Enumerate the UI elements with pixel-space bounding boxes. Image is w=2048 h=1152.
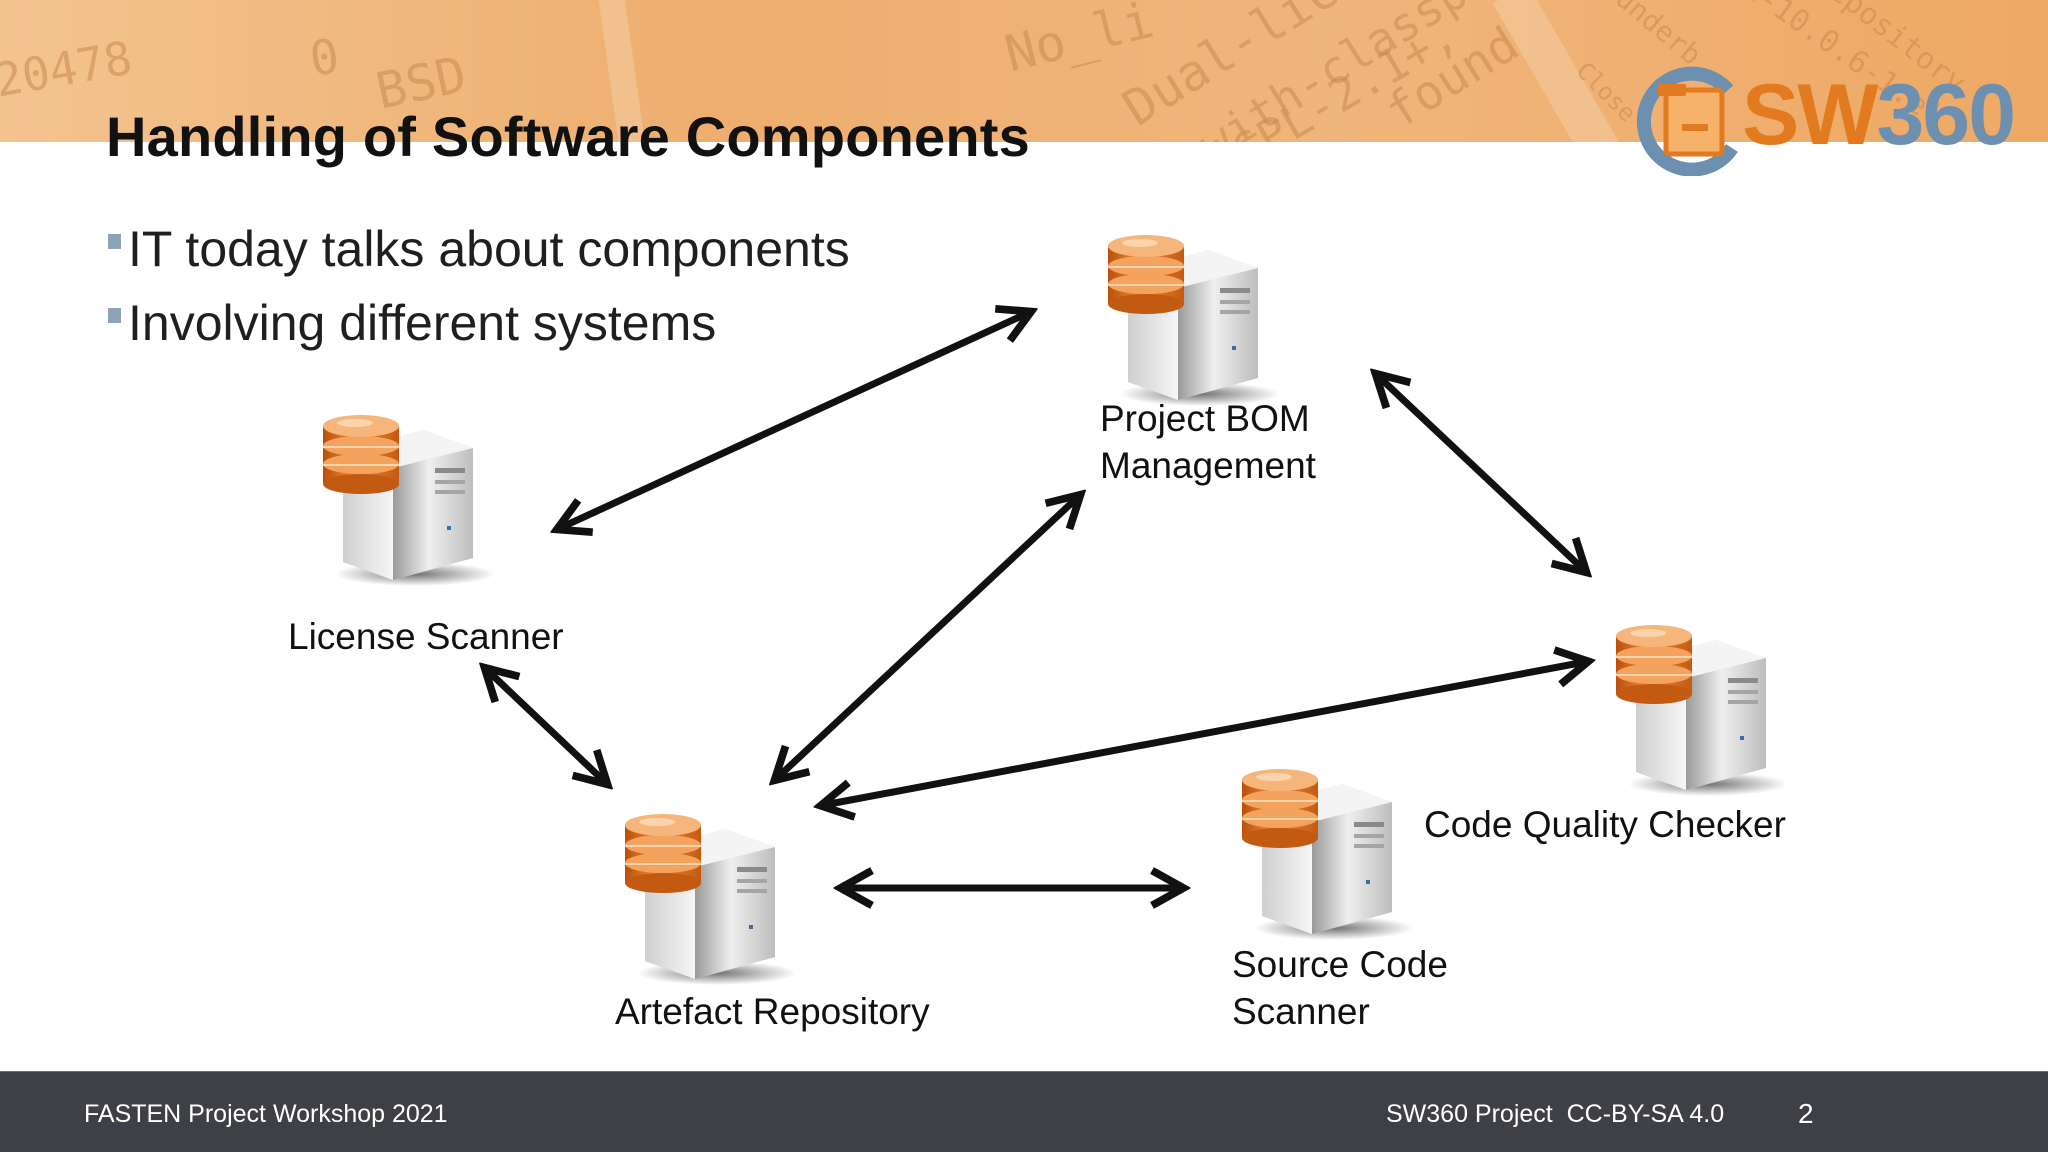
footer: FASTEN Project Workshop 2021 SW360 Proje… [0,1072,2048,1152]
node-label-project-bom: Project BOM Management [1100,395,1316,489]
server-database-icon [1616,625,1786,796]
server-database-icon [1108,235,1278,406]
logo-text-sw: SW [1742,67,1879,163]
arrow-license-to-bom [560,313,1028,528]
footer-left-text: FASTEN Project Workshop 2021 [84,1100,448,1128]
node-label-source-code-scanner: Source Code Scanner [1232,941,1448,1035]
node-label-line: Scanner [1232,991,1370,1032]
footer-right-text: SW360 Project CC-BY-SA 4.0 [1386,1100,1725,1128]
node-label-line: Project BOM [1100,398,1310,439]
arrow-artefact-to-quality [824,662,1585,805]
server-database-icon [323,415,493,586]
sw360-logo-text: SW360 [1742,72,2016,158]
bullet-list: IT today talks about components Involvin… [108,212,850,360]
arrow-artefact-to-bom [777,497,1078,778]
sw360-logo-icon [1636,66,1738,176]
server-database-icon [1242,769,1412,940]
node-label-code-quality-checker: Code Quality Checker [1424,801,1786,848]
bullet-text: IT today talks about components [128,221,850,277]
bullet-square-icon [108,308,121,323]
node-label-line: Source Code [1232,944,1448,985]
node-label-line: License Scanner [288,616,564,657]
sw360-logo: SW360 [1636,64,2016,176]
slide-title: Handling of Software Components [106,105,1030,168]
bullet-square-icon [108,234,121,249]
page-number: 2 [1798,1098,1814,1129]
arrow-bom-to-quality [1378,376,1584,570]
arrow-license-to-artefact [487,670,605,782]
node-label-line: Management [1100,445,1316,486]
node-label-license-scanner: License Scanner [288,613,564,660]
node-label-line: Code Quality Checker [1424,804,1786,845]
logo-text-num: 360 [1876,67,2016,163]
node-label-artefact-repository: Artefact Repository [615,988,930,1035]
server-database-icon [625,814,795,985]
node-label-line: Artefact Repository [615,991,930,1032]
bullet-item: IT today talks about components [108,212,850,286]
